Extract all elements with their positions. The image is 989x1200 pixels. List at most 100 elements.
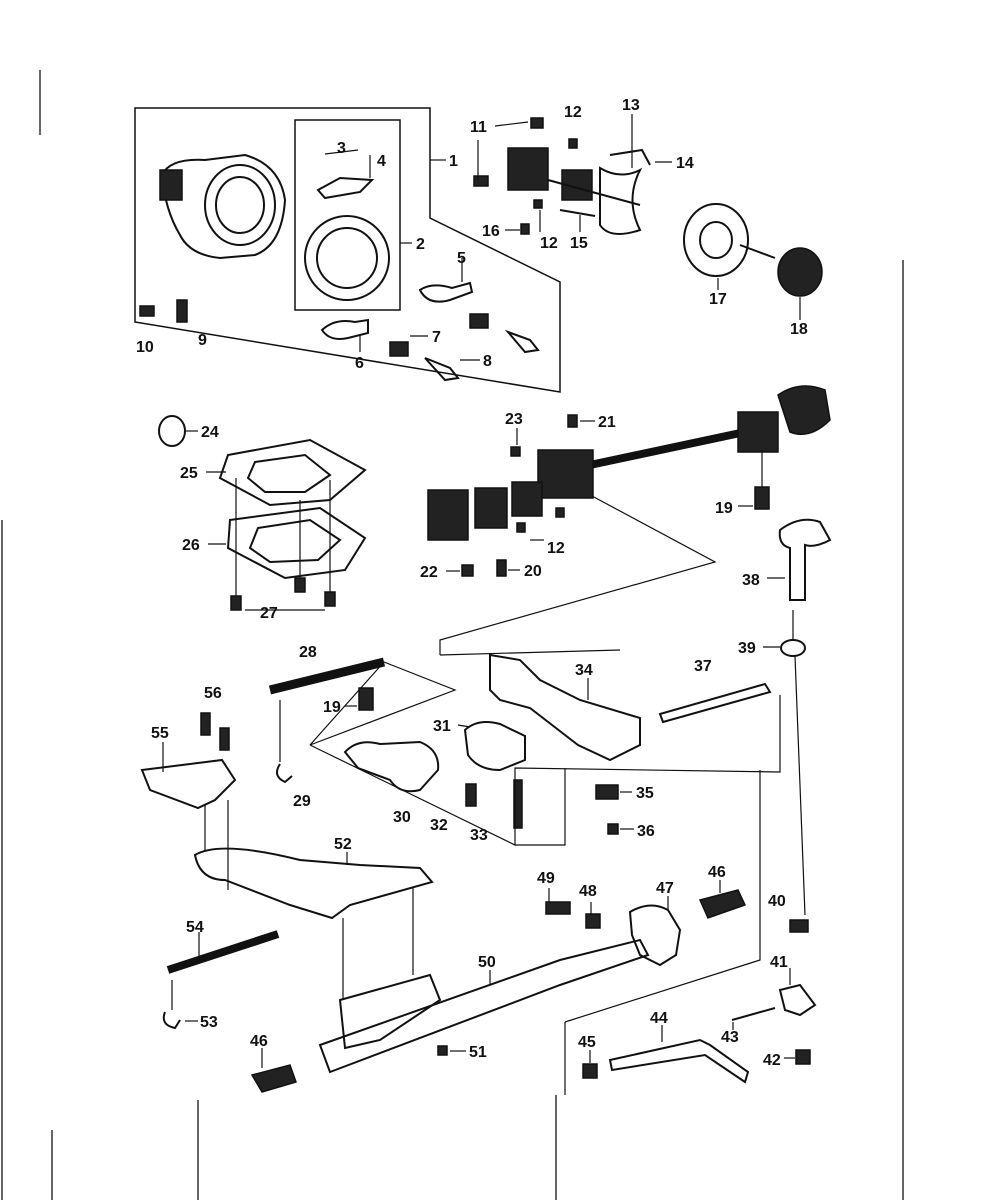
- callout-16: 16: [482, 223, 500, 240]
- callout-5: 5: [457, 250, 466, 267]
- callout-50: 50: [478, 954, 496, 971]
- clip-53: [162, 1011, 181, 1030]
- screw-10: [139, 305, 155, 317]
- callout-29: 29: [293, 793, 311, 810]
- bar-50: [318, 938, 650, 1074]
- foot-55: [140, 758, 237, 810]
- callout-2: 2: [416, 236, 425, 253]
- callout-37: 37: [694, 658, 712, 675]
- bobbin-spring: [316, 176, 375, 200]
- feed-lever-group: [140, 653, 817, 1095]
- callout-49: 49: [537, 870, 555, 887]
- rod-37: [658, 682, 772, 724]
- nut-42: [795, 1049, 811, 1065]
- callout-21: 21: [598, 414, 616, 431]
- screw-23: [510, 446, 521, 457]
- callout-31: 31: [433, 718, 451, 735]
- callout-27: 27: [260, 605, 278, 622]
- gasket-25-window: [246, 453, 332, 493]
- callout-15: 15: [570, 235, 588, 252]
- callout-53: 53: [200, 1014, 218, 1031]
- screw-27c: [324, 591, 336, 607]
- shaft-28: [268, 657, 386, 695]
- gear-shaft-right: [511, 481, 543, 517]
- hook-housing-bore: [204, 164, 276, 246]
- hook-housing-boss: [159, 169, 183, 201]
- callout-47: 47: [656, 880, 674, 897]
- hook-shaft-gear: [507, 147, 549, 191]
- screw-56b: [219, 727, 230, 751]
- gear-shaft-mid: [474, 487, 508, 529]
- screw-49: [545, 901, 571, 915]
- hook-point: [599, 166, 643, 235]
- callout-22: 22: [420, 564, 438, 581]
- callout-24: 24: [201, 424, 219, 441]
- screw-11: [530, 117, 544, 129]
- hook-housing: [160, 153, 287, 260]
- callout-48: 48: [579, 883, 597, 900]
- lever-5: [418, 281, 474, 303]
- callout-46a: 46: [708, 864, 726, 881]
- callout-36: 36: [637, 823, 655, 840]
- spring-19a: [754, 486, 770, 510]
- callout-41: 41: [770, 954, 788, 971]
- main-shaft-collar: [537, 449, 594, 499]
- hook-housing-inner: [215, 176, 265, 234]
- spring-7a: [469, 313, 489, 329]
- main-shaft-bevel: [737, 411, 779, 453]
- bobbin-18: [777, 247, 823, 297]
- gasket-25: [218, 438, 367, 507]
- callout-40: 40: [768, 893, 786, 910]
- rod-44: [608, 1038, 750, 1084]
- clip-40: [789, 919, 809, 933]
- main-shaft-crank: [777, 385, 831, 435]
- screw-32: [465, 783, 477, 807]
- plate-26-window: [248, 518, 342, 564]
- callouts: 1 2 3 4 5 6 7 8 9 10 11 12 12 12 13 14 1…: [136, 97, 808, 1069]
- spring-33: [513, 779, 523, 829]
- rod-bracket: [564, 770, 761, 1023]
- callout-54: 54: [186, 919, 204, 936]
- callout-9: 9: [198, 332, 207, 349]
- leader-31: [457, 724, 471, 728]
- screw-12d: [555, 507, 565, 518]
- callout-1: 1: [449, 153, 458, 170]
- callout-44: 44: [650, 1010, 668, 1027]
- callout-12a: 12: [564, 104, 582, 121]
- clip-29: [275, 763, 293, 784]
- pin-54: [166, 930, 280, 974]
- rotary-hook-17-inner: [699, 221, 733, 259]
- screw-left-hook: [473, 175, 489, 187]
- shaft-28-frame: [309, 661, 457, 746]
- lever-52: [193, 847, 434, 920]
- shaft-bracket-2: [439, 649, 621, 656]
- callout-34: 34: [575, 662, 593, 679]
- screw-12c: [516, 522, 526, 533]
- callout-3: 3: [337, 140, 346, 157]
- stud-46a: [698, 889, 747, 919]
- leaders: [162, 114, 801, 1068]
- shaft-bracket: [439, 495, 717, 655]
- callout-25: 25: [180, 465, 198, 482]
- bobbin-plate: [304, 215, 390, 301]
- ring-24: [158, 415, 186, 447]
- callout-52: 52: [334, 836, 352, 853]
- callout-4: 4: [377, 153, 386, 170]
- callout-42: 42: [763, 1052, 781, 1069]
- feed-shaft-group: [158, 385, 832, 916]
- bar-50-bracket: [338, 973, 442, 1050]
- plate-26: [226, 506, 367, 580]
- nut-45: [582, 1063, 598, 1079]
- callout-8: 8: [483, 353, 492, 370]
- screw-56a: [200, 712, 211, 736]
- pin-43: [731, 1007, 776, 1021]
- callout-33: 33: [470, 827, 488, 844]
- callout-12b: 12: [540, 235, 558, 252]
- callout-39: 39: [738, 640, 756, 657]
- callout-45: 45: [578, 1034, 596, 1051]
- rod-link-40: [794, 655, 806, 916]
- callout-35: 35: [636, 785, 654, 802]
- callout-28: 28: [299, 644, 317, 661]
- hook-shaft: [547, 179, 641, 206]
- bracket-41: [778, 983, 817, 1017]
